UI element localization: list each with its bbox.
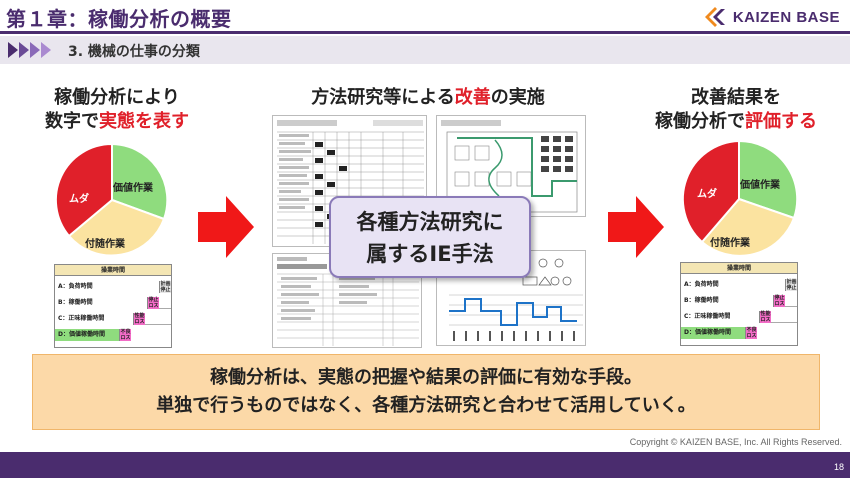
summary-line2: 単独で行うものではなく、各種方法研究と合わせて活用していく。: [156, 395, 696, 416]
right-pie-yellow-label: 付随作業: [710, 238, 750, 249]
middle-title-c: の実施: [490, 87, 545, 108]
right-title-line2b: 評価する: [745, 111, 817, 132]
summary-box: 稼働分析は、実態の把握や結果の評価に有効な手段。 単独で行うものではなく、各種方…: [32, 354, 820, 430]
table-row: A：負荷時間 計画停止: [681, 279, 797, 291]
left-pie-chart: [54, 142, 169, 257]
row-tag: 停止ロス: [147, 297, 159, 309]
middle-title: 方法研究等による改善の実施: [278, 86, 578, 110]
summary-line1: 稼働分析は、実態の把握や結果の評価に有効な手段。: [210, 367, 642, 388]
pie-slice-red: [681, 139, 740, 244]
left-title-line2a: 数字で: [45, 111, 99, 132]
copyright-text: Copyright © KAIZEN BASE, Inc. All Rights…: [629, 437, 842, 447]
right-pie-red-label: ムダ: [697, 189, 717, 200]
row-label: B：稼働時間: [681, 295, 773, 307]
right-arrow-icon: [198, 196, 254, 258]
row-tag: 計画停止: [159, 281, 171, 293]
table-row: B：稼働時間 停止ロス: [681, 295, 797, 307]
row-tag: 性能ロス: [133, 313, 145, 325]
table-row: C：正味稼働時間 性能ロス: [55, 313, 171, 325]
time-table-header: 操業時間: [681, 263, 797, 274]
ie-callout-line2: 属するIE手法: [366, 242, 494, 266]
right-time-table: 操業時間 A：負荷時間 計画停止 B：稼働時間 停止ロス C：正味稼働時間 性能…: [680, 262, 798, 346]
section-chevron-icon: [8, 42, 51, 58]
pie-slice-red: [54, 142, 113, 238]
right-pie-green-label: 価値作業: [740, 180, 780, 191]
left-title: 稼働分析により 数字で実態を表す: [22, 86, 212, 134]
row-label: C：正味稼働時間: [55, 313, 133, 325]
table-row: A：負荷時間 計画停止: [55, 281, 171, 293]
time-table-header: 操業時間: [55, 265, 171, 276]
table-row: D：価値稼働時間 不良ロス: [681, 327, 797, 339]
middle-title-b: 改善: [454, 87, 491, 108]
row-tag: 計画停止: [785, 279, 797, 291]
left-pie-yellow-label: 付随作業: [85, 239, 125, 250]
pie-slice-green: [738, 139, 799, 220]
pie-slice-yellow: [67, 198, 166, 257]
left-pie-green-label: 価値作業: [113, 183, 153, 194]
pie-slice-yellow: [700, 197, 796, 257]
row-label: D：価値稼働時間: [681, 327, 745, 339]
row-label: D：価値稼働時間: [55, 329, 119, 341]
right-pie-chart: [681, 139, 799, 257]
ie-callout-line1: 各種方法研究に: [356, 210, 504, 234]
table-row: C：正味稼働時間 性能ロス: [681, 311, 797, 323]
left-time-table: 操業時間 A：負荷時間 計画停止 B：稼働時間 停止ロス C：正味稼働時間 性能…: [54, 264, 172, 348]
company-logo: KAIZEN BASE: [703, 5, 840, 29]
title-divider: [0, 31, 850, 34]
table-row: B：稼働時間 停止ロス: [55, 297, 171, 309]
row-label: A：負荷時間: [55, 281, 159, 293]
footer-bar: 18: [0, 452, 850, 478]
right-title: 改善結果を 稼働分析で評価する: [636, 86, 836, 134]
table-row: D：価値稼働時間 不良ロス: [55, 329, 171, 341]
row-tag: 不良ロス: [119, 329, 131, 341]
section-title: 3. 機械の仕事の分類: [68, 44, 200, 60]
pie-slice-green: [111, 142, 169, 221]
row-label: A：負荷時間: [681, 279, 785, 291]
row-tag: 不良ロス: [745, 327, 757, 339]
title-bar: 第１章：稼働分析の概要 KAIZEN BASE: [0, 0, 850, 34]
right-title-line2a: 稼働分析で: [655, 111, 745, 132]
page-number: 18: [833, 462, 844, 472]
chapter-title: 第１章：稼働分析の概要: [6, 7, 232, 31]
kaizen-logo-icon: [704, 7, 725, 27]
row-tag: 停止ロス: [773, 295, 785, 307]
flow-chart-document: [436, 250, 586, 346]
left-pie-red-label: ムダ: [69, 194, 89, 205]
logo-text: KAIZEN BASE: [732, 8, 840, 26]
left-title-line2b: 実態を表す: [99, 111, 189, 132]
row-label: C：正味稼働時間: [681, 311, 759, 323]
right-arrow-icon: [608, 196, 664, 258]
row-tag: 性能ロス: [759, 311, 771, 323]
row-label: B：稼働時間: [55, 297, 147, 309]
left-title-line1: 稼働分析により: [54, 87, 180, 108]
middle-title-a: 方法研究等による: [311, 87, 455, 108]
section-bar: 3. 機械の仕事の分類: [0, 36, 850, 64]
right-title-line1: 改善結果を: [691, 87, 781, 108]
ie-method-callout: 各種方法研究に 属するIE手法: [329, 196, 531, 278]
